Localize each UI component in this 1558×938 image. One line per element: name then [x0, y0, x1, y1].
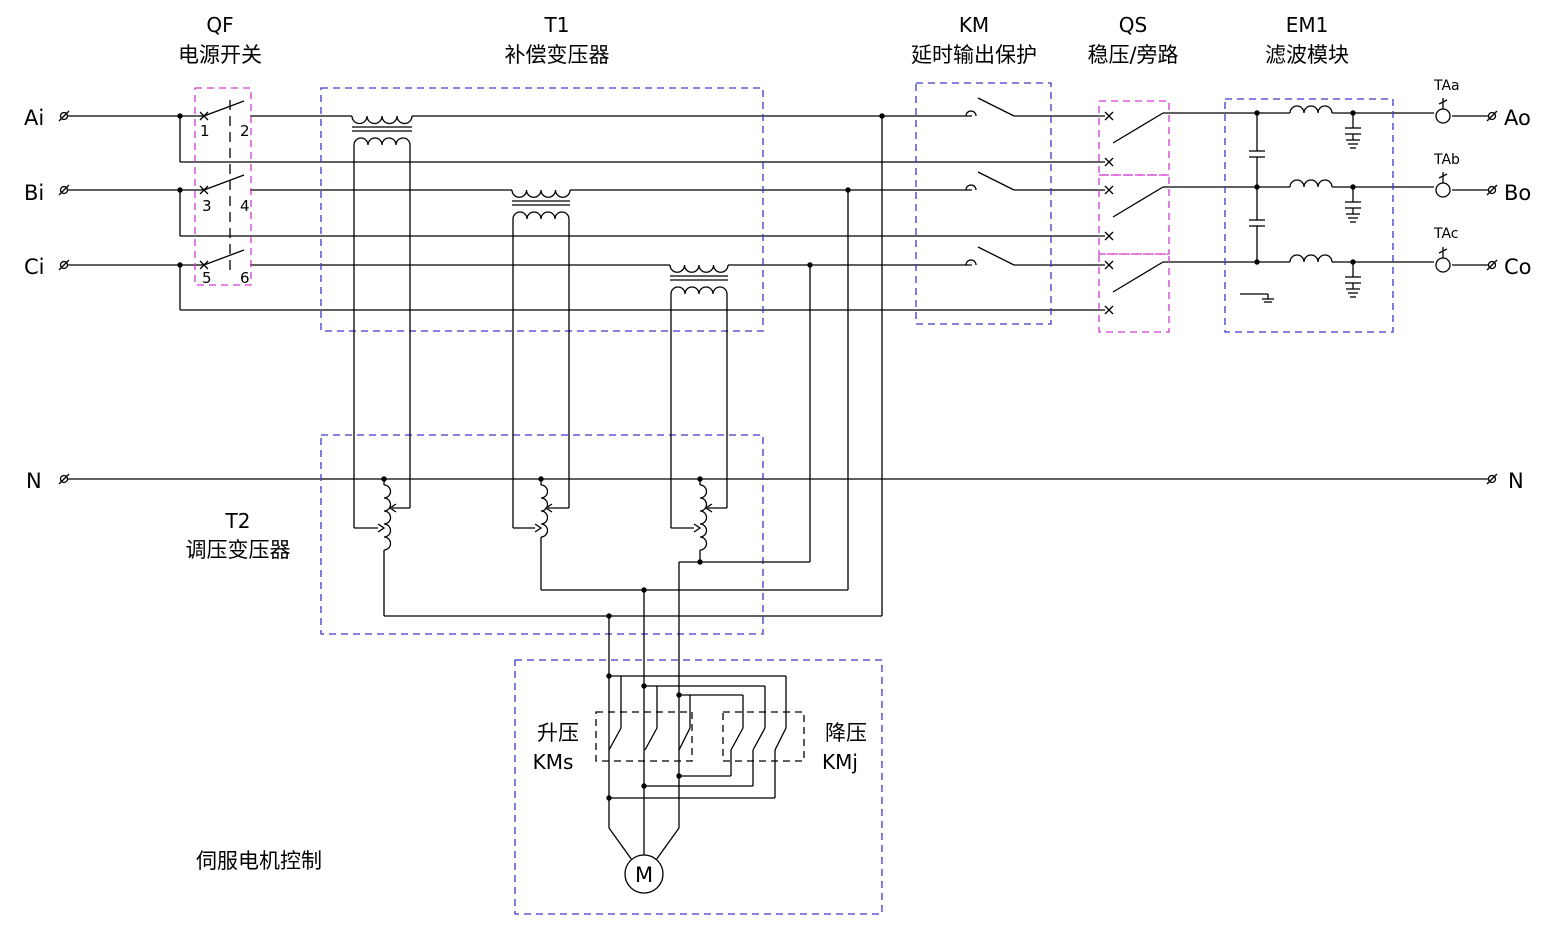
t1-title: T1 补偿变压器: [505, 13, 610, 67]
output-terminals: Ao Bo Co N: [1486, 106, 1532, 493]
kmj-name: 降压: [825, 721, 867, 745]
terminal-n-in: N: [26, 469, 42, 493]
kmj-code: KMj: [822, 750, 858, 774]
main-wiring: [68, 112, 1488, 480]
qf-power-switch: 1 2 3 4 5 6: [194, 87, 252, 287]
terminal-ao: Ao: [1504, 106, 1531, 130]
ct-label-a: TAa: [1433, 78, 1460, 94]
terminal-ai: Ai: [24, 106, 44, 130]
em1-name: 滤波模块: [1265, 43, 1349, 67]
qs-box-a: [1098, 100, 1170, 176]
km-box: [915, 82, 1052, 325]
km-title: KM 延时输出保护: [911, 13, 1037, 67]
qs-name: 稳压/旁路: [1087, 43, 1178, 67]
t1-compensation-transformer: [320, 87, 764, 332]
qf-pin-5: 5: [202, 269, 212, 287]
t2-box: [320, 434, 764, 635]
output-terminal-symbols: [1486, 110, 1498, 485]
input-terminal-symbols: [58, 110, 70, 485]
terminal-bo: Bo: [1504, 181, 1531, 205]
kms-contactor-box: [595, 711, 693, 762]
terminal-ci: Ci: [24, 255, 45, 279]
terminal-bi: Bi: [24, 181, 44, 205]
servo-motor-control: M 升压 KMs 降压 KMj 伺服电机控制: [196, 659, 883, 915]
t1-name: 补偿变压器: [505, 43, 610, 67]
motor-control-box: [514, 659, 883, 915]
t1-t2-connections: [353, 116, 883, 828]
km-name: 延时输出保护: [911, 43, 1037, 67]
t2-name: 调压变压器: [186, 538, 291, 562]
terminal-co: Co: [1504, 255, 1532, 279]
kms-code: KMs: [533, 750, 574, 774]
motor-control-label: 伺服电机控制: [196, 849, 322, 873]
ct-label-c: TAc: [1433, 226, 1459, 242]
kmj-contactor-box: [722, 711, 805, 762]
em1-filter-module: [1224, 98, 1394, 333]
qf-pin-1: 1: [200, 122, 210, 140]
km-code: KM: [959, 13, 989, 37]
qf-name: 电源开关: [178, 43, 262, 67]
ct-label-b: TAb: [1433, 152, 1460, 168]
kms-name: 升压: [537, 721, 579, 745]
terminal-n-out: N: [1508, 469, 1524, 493]
current-transformers: TAa TAb TAc: [1433, 78, 1460, 273]
qf-pin-4: 4: [240, 197, 250, 215]
junction-dots: [177, 110, 1356, 801]
t1-code: T1: [544, 13, 570, 37]
qf-pin-2: 2: [240, 122, 250, 140]
qs-box-b: [1098, 174, 1170, 255]
qs-title: QS 稳压/旁路: [1087, 13, 1178, 67]
em1-title: EM1 滤波模块: [1265, 13, 1349, 67]
t2-code: T2: [225, 509, 251, 533]
qf-box: [194, 87, 252, 286]
qs-box-c: [1098, 253, 1170, 333]
qf-pin-6: 6: [240, 269, 250, 287]
em1-code: EM1: [1286, 13, 1329, 37]
qs-code: QS: [1119, 13, 1147, 37]
em1-box: [1224, 98, 1394, 333]
motor-symbol: M: [635, 863, 653, 887]
qs-bypass-switch: [1098, 100, 1170, 333]
input-terminals: Ai Bi Ci N: [24, 106, 70, 493]
qf-code: QF: [206, 13, 233, 37]
qf-pin-3: 3: [202, 197, 212, 215]
qf-title: QF 电源开关: [178, 13, 262, 67]
t1-box: [320, 87, 764, 332]
km-delay-protection: [915, 82, 1052, 325]
t2-regulating-transformer: T2 调压变压器: [186, 434, 764, 635]
